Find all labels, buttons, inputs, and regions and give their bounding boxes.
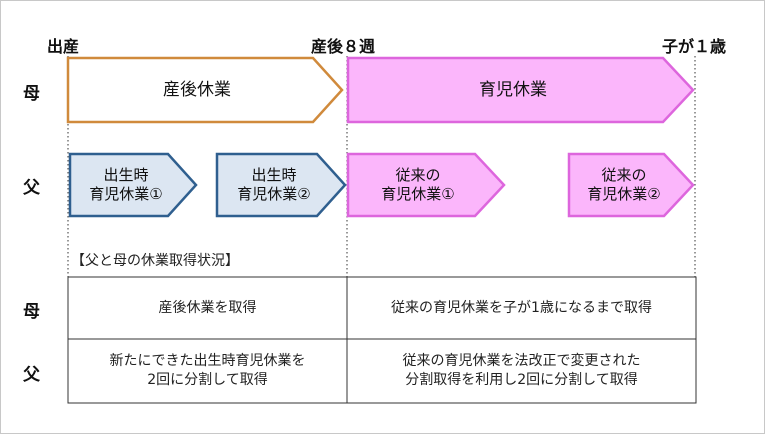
father-trad-leave-1-label: 従来の 育児休業① bbox=[381, 166, 455, 203]
father-birth-leave-1-label: 出生時 育児休業① bbox=[89, 166, 163, 203]
father-birth-leave-1-arrow bbox=[68, 152, 198, 218]
table-row-label-father: 父 bbox=[23, 365, 40, 385]
mother-postpartum-arrow-label: 産後休業 bbox=[163, 79, 231, 100]
milestone-age1-label: 子が１歳 bbox=[662, 37, 727, 56]
father-trad-leave-2-arrow bbox=[567, 152, 695, 218]
table-cell-mother-right: 従来の育児休業を子が1歳になるまで取得 bbox=[391, 299, 652, 316]
table-cell-father-right: 従来の育児休業を法改正で変更された 分割取得を利用し2回に分割して取得 bbox=[402, 353, 641, 388]
father-trad-leave-2-label: 従来の 育児休業② bbox=[587, 166, 661, 203]
mother-childcare-arrow-label: 育児休業 bbox=[479, 79, 547, 100]
milestone-birth-label: 出産 bbox=[47, 37, 80, 56]
table-cell-mother-left: 産後休業を取得 bbox=[158, 299, 257, 316]
mother-childcare-arrow bbox=[346, 56, 695, 124]
father-trad-leave-1-arrow bbox=[346, 152, 506, 218]
row-label-mother: 母 bbox=[23, 84, 40, 104]
status-table-caption: 【父と母の休業取得状況】 bbox=[71, 253, 239, 269]
milestone-week8-label: 産後８週 bbox=[311, 37, 376, 56]
mother-postpartum-arrow bbox=[66, 56, 344, 124]
status-table-border bbox=[67, 276, 697, 404]
table-cell-father-left: 新たにできた出生時育児休業を 2回に分割して取得 bbox=[109, 353, 306, 388]
father-birth-leave-2-arrow bbox=[215, 152, 347, 218]
father-birth-leave-2-label: 出生時 育児休業② bbox=[237, 166, 311, 203]
table-row-label-mother: 母 bbox=[23, 302, 40, 322]
row-label-father: 父 bbox=[23, 178, 40, 198]
